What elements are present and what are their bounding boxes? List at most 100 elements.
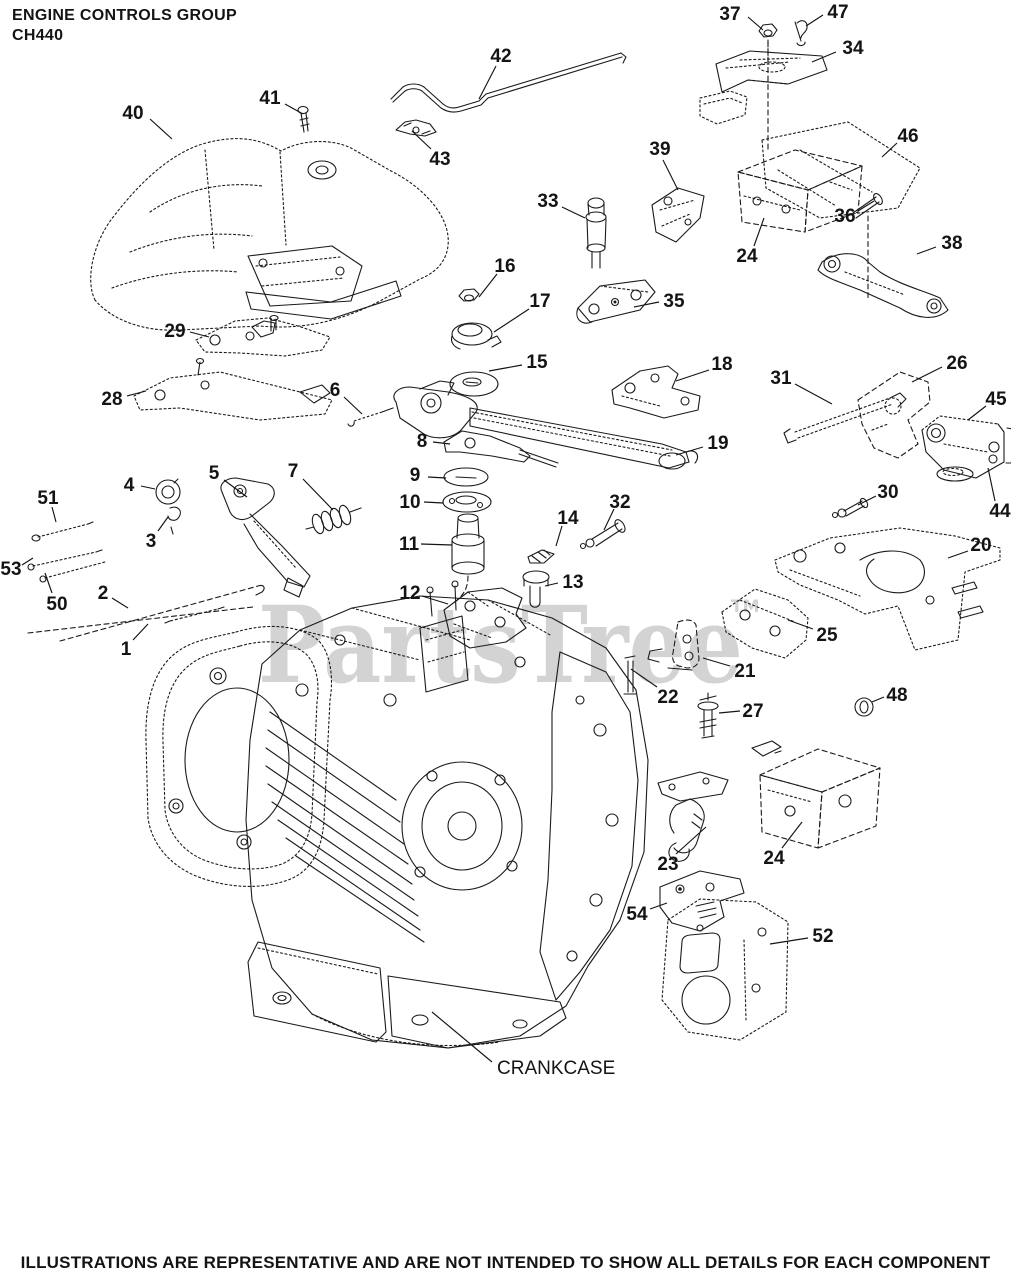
- callout-leader-42: [478, 65, 497, 100]
- crankcase-drawing: [145, 580, 649, 1049]
- callout-leader-18: [675, 369, 710, 382]
- callout-12: 12: [399, 583, 420, 604]
- page-title: ENGINE CONTROLS GROUP: [12, 7, 237, 24]
- part-19-arm-drawing: [393, 380, 699, 470]
- part-28-plate-drawing: [133, 357, 333, 421]
- part-34-bracket-drawing: [699, 41, 828, 151]
- callout-54: 54: [626, 904, 648, 925]
- callout-11: 11: [399, 534, 420, 555]
- part-11-spacer-drawing: [451, 513, 485, 605]
- callout-leader-10: [423, 501, 444, 504]
- callout-24: 24: [763, 848, 785, 869]
- callout-leader-43: [411, 130, 432, 150]
- callout-19: 19: [707, 433, 728, 454]
- callout-48: 48: [886, 685, 907, 706]
- callout-leader-32: [603, 508, 615, 531]
- callout-17: 17: [529, 291, 550, 312]
- callout-leader-20: [947, 550, 969, 559]
- callout-leader-21: [702, 657, 731, 667]
- callout-leader-39: [662, 159, 679, 191]
- callout-21: 21: [734, 661, 756, 682]
- callout-leader-15: [488, 364, 523, 372]
- callout-leader-8: [432, 441, 451, 445]
- callout-leader-46: [881, 142, 898, 158]
- callout-27: 27: [742, 701, 763, 722]
- callout-leader-29: [189, 331, 210, 338]
- callout-26: 26: [946, 353, 967, 374]
- callout-1: 1: [121, 639, 132, 660]
- callout-42: 42: [490, 46, 511, 67]
- part-8-lever-drawing: [443, 430, 559, 468]
- part-36-pin-drawing: [852, 193, 883, 219]
- part-1-rod-spring-drawing: [27, 606, 254, 634]
- callout-16: 16: [494, 256, 515, 277]
- callout-2: 2: [98, 583, 109, 604]
- callout-30: 30: [877, 482, 898, 503]
- callout-leader-27: [718, 710, 741, 714]
- callout-leader-2: [111, 597, 129, 609]
- part-26-bracket-drawing: [857, 371, 931, 459]
- callout-leader-26: [911, 366, 943, 383]
- part-16-nut-drawing: [458, 288, 480, 302]
- callout-leader-30: [857, 495, 877, 506]
- part-21-bracket-drawing: [647, 619, 700, 671]
- callout-52: 52: [812, 926, 833, 947]
- callout-leader-24: [781, 821, 803, 849]
- part-35-bracket-drawing: [576, 279, 656, 324]
- part-41-screw-drawing: [297, 105, 310, 133]
- part-2-rod-drawing: [59, 584, 265, 642]
- callout-leader-41: [284, 103, 304, 115]
- callout-13: 13: [562, 572, 583, 593]
- callout-leader-23: [675, 826, 707, 855]
- part-3-clip-drawing: [167, 506, 181, 535]
- part-24-solenoid-top-drawing: [737, 149, 869, 301]
- callout-15: 15: [526, 352, 548, 373]
- callout-38: 38: [941, 233, 962, 254]
- part-33-sensor-drawing: [585, 197, 607, 269]
- part-4-washer-drawing: [155, 478, 181, 505]
- part-7-spring-drawing: [305, 504, 362, 535]
- callout-leader-19: [675, 446, 704, 456]
- callout-33: 33: [537, 191, 558, 212]
- callout-5: 5: [209, 463, 220, 484]
- part-12-bracket-drawing: [443, 587, 527, 649]
- part-53-rod-drawing: [27, 549, 103, 571]
- callout-leader-16: [478, 273, 498, 298]
- callout-leader-34: [811, 51, 837, 63]
- callout-leader-7: [302, 478, 334, 511]
- callout-leader-47: [805, 14, 824, 27]
- callout-leader-45: [967, 405, 987, 421]
- callout-44: 44: [989, 501, 1011, 522]
- callout-18: 18: [711, 354, 732, 375]
- part-24-solenoid-bottom-drawing: [751, 740, 881, 849]
- callout-leader-38: [916, 246, 937, 255]
- part-43-clip-drawing: [395, 119, 437, 137]
- part-30-pin-drawing: [831, 497, 869, 519]
- callout-32: 32: [609, 492, 630, 513]
- part-14-clip-drawing: [527, 549, 555, 564]
- callout-22: 22: [657, 687, 678, 708]
- part-48-nut-drawing: [854, 697, 874, 717]
- part-51-rod-drawing: [31, 521, 94, 542]
- callout-34: 34: [842, 38, 864, 59]
- part-10-washer-drawing: [442, 491, 492, 513]
- callout-53: 53: [0, 559, 21, 580]
- callout-leader-50: [44, 572, 53, 594]
- callout-45: 45: [985, 389, 1007, 410]
- callout-leader-28: [126, 390, 147, 397]
- callout-40: 40: [122, 103, 143, 124]
- part-6-screw-drawing: [347, 407, 394, 427]
- model-number: CH440: [12, 27, 64, 44]
- part-31-rod-drawing: [783, 392, 907, 444]
- part-47-clip-drawing: [794, 20, 808, 47]
- callout-leader-40: [149, 118, 173, 140]
- callout-6: 6: [330, 380, 341, 401]
- callout-3: 3: [146, 531, 157, 552]
- part-39-bracket-drawing: [651, 187, 705, 243]
- callout-25: 25: [816, 625, 838, 646]
- callout-50: 50: [46, 594, 67, 615]
- callout-leader-37: [747, 16, 764, 31]
- crankcase-leader-line: [431, 1011, 493, 1063]
- part-9-washer-drawing: [443, 467, 489, 487]
